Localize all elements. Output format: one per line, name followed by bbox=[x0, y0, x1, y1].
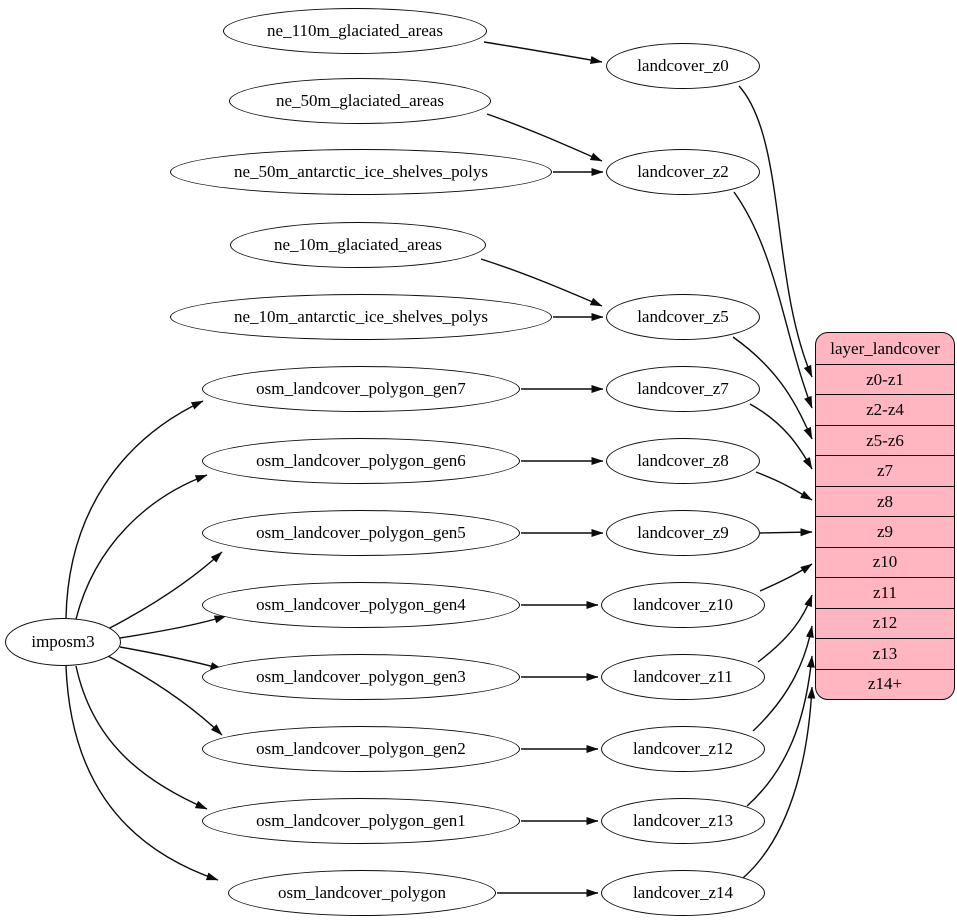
node-osm_landcover_polygon: osm_landcover_polygon bbox=[228, 870, 496, 916]
edge-z10-to-row-z10 bbox=[759, 563, 813, 592]
table-row-z14plus: z14+ bbox=[816, 668, 954, 699]
node-landcover_z2: landcover_z2 bbox=[606, 149, 760, 195]
table-row-z7: z7 bbox=[816, 455, 954, 485]
edge-imposm3-to-gen5 bbox=[105, 551, 223, 631]
table-title: layer_landcover bbox=[830, 338, 940, 358]
node-landcover_z11: landcover_z11 bbox=[601, 654, 765, 700]
edge-imposm3-to-polygon bbox=[65, 665, 219, 881]
edge-z0-to-row-z0-z1 bbox=[738, 85, 813, 378]
edge-imposm3-to-gen1 bbox=[75, 665, 208, 810]
node-landcover_z9: landcover_z9 bbox=[606, 510, 760, 556]
node-ne_110m_glaciated_areas: ne_110m_glaciated_areas bbox=[223, 8, 487, 54]
edge-imposm3-to-gen3 bbox=[119, 646, 223, 670]
table-row-z10: z10 bbox=[816, 546, 954, 577]
edge-z8-to-row-z8 bbox=[755, 471, 813, 501]
node-ne_50m_glaciated_areas: ne_50m_glaciated_areas bbox=[229, 78, 491, 124]
table-row-z5-z6: z5-z6 bbox=[816, 424, 954, 455]
edge-imposm3-to-gen4 bbox=[119, 615, 227, 639]
layer-landcover-table: layer_landcover z0-z1 z2-z4 z5-z6 z7 z8 … bbox=[815, 332, 955, 700]
node-osm_landcover_polygon_gen4: osm_landcover_polygon_gen4 bbox=[202, 582, 520, 628]
table-row-z0-z1: z0-z1 bbox=[816, 364, 954, 394]
edge-z14-to-row-z14plus bbox=[742, 686, 816, 879]
node-landcover_z14: landcover_z14 bbox=[601, 870, 765, 916]
node-landcover_z5: landcover_z5 bbox=[606, 294, 760, 340]
node-osm_landcover_polygon_gen1: osm_landcover_polygon_gen1 bbox=[202, 798, 520, 844]
edge-ne10m-glac-to-z5 bbox=[480, 258, 603, 307]
node-ne_10m_antarctic_ice_shelves_polys: ne_10m_antarctic_ice_shelves_polys bbox=[170, 294, 552, 340]
edge-imposm3-to-gen7 bbox=[65, 400, 204, 619]
node-landcover_z0: landcover_z0 bbox=[606, 43, 760, 89]
node-osm_landcover_polygon_gen3: osm_landcover_polygon_gen3 bbox=[202, 654, 520, 700]
edge-z11-to-row-z11 bbox=[757, 594, 813, 663]
edge-z7-to-row-z7 bbox=[749, 403, 813, 470]
table-row-z2-z4: z2-z4 bbox=[816, 394, 954, 424]
node-osm_landcover_polygon_gen5: osm_landcover_polygon_gen5 bbox=[202, 510, 520, 556]
node-osm_landcover_polygon_gen2: osm_landcover_polygon_gen2 bbox=[202, 726, 520, 772]
edge-z2-to-row-z2-z4 bbox=[733, 191, 813, 409]
table-row-z12: z12 bbox=[816, 607, 954, 638]
node-ne_50m_antarctic_ice_shelves_polys: ne_50m_antarctic_ice_shelves_polys bbox=[170, 149, 552, 195]
node-landcover_z13: landcover_z13 bbox=[601, 798, 765, 844]
node-osm_landcover_polygon_gen7: osm_landcover_polygon_gen7 bbox=[202, 366, 520, 412]
table-row-z11: z11 bbox=[816, 577, 954, 607]
table-row-z13: z13 bbox=[816, 638, 954, 668]
edge-z9-to-row-z9 bbox=[759, 528, 813, 537]
node-landcover_z10: landcover_z10 bbox=[601, 582, 765, 628]
edge-imposm3-to-gen6 bbox=[75, 474, 208, 620]
node-osm_landcover_polygon_gen6: osm_landcover_polygon_gen6 bbox=[202, 438, 520, 484]
node-ne_10m_glaciated_areas: ne_10m_glaciated_areas bbox=[230, 222, 486, 268]
node-landcover_z12: landcover_z12 bbox=[601, 726, 765, 772]
edge-z5-to-row-z5-z6 bbox=[732, 336, 813, 440]
edge-z12-to-row-z12 bbox=[752, 625, 814, 732]
node-imposm3: imposm3 bbox=[5, 618, 121, 666]
node-landcover_z7: landcover_z7 bbox=[606, 366, 760, 412]
node-landcover_z8: landcover_z8 bbox=[606, 438, 760, 484]
edge-ne50m-glac-to-z2 bbox=[486, 113, 603, 162]
edge-ne110m-to-z0 bbox=[483, 41, 603, 64]
edge-z13-to-row-z13 bbox=[746, 655, 815, 807]
table-row-z8: z8 bbox=[816, 485, 954, 516]
table-row-z9: z9 bbox=[816, 516, 954, 546]
edge-imposm3-to-gen2 bbox=[105, 654, 223, 736]
